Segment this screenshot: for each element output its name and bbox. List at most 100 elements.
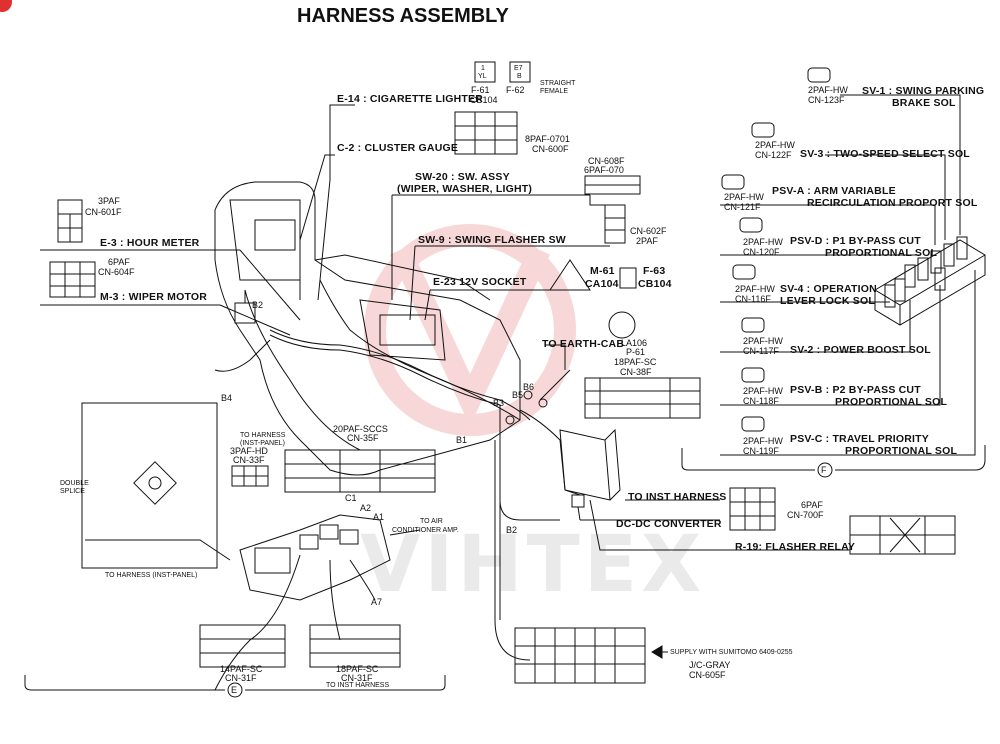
e3-hour-meter-label: E-3 : HOUR METER (100, 237, 200, 249)
supply-note: SUPPLY WITH SUMITOMO 6409-0255 (670, 649, 793, 656)
cb104-code: CB104 (470, 95, 498, 105)
p61-code: P-61 (626, 347, 646, 357)
to-harness-inst-panel-note: TO HARNESS (INST-PANEL) (105, 572, 198, 579)
cn602f-cn: CN-602F (630, 226, 667, 236)
f63-cn: CB104 (638, 278, 672, 290)
a7-marker: A7 (371, 597, 383, 607)
a2-marker: A2 (360, 503, 372, 513)
a1-marker: A1 (373, 512, 385, 522)
cn608f-code: 6PAF-070 (584, 165, 624, 175)
f62-wire: B (517, 73, 522, 80)
sv4-name: SV-4 : OPERATION (780, 283, 877, 295)
sw9-swing-flasher-label: SW-9 : SWING FLASHER SW (418, 234, 566, 246)
m3-wiper-motor-label: M-3 : WIPER MOTOR (100, 291, 208, 303)
psva-name: PSV-A : ARM VARIABLE (772, 185, 896, 197)
psva-cn: CN-121F (724, 202, 761, 212)
to-air-note: TO AIR (420, 518, 443, 525)
sw20-label: SW-20 : SW. ASSY (415, 171, 510, 183)
cn33f-cn: CN-33F (233, 455, 265, 465)
double-splice-note: DOUBLE SPLICE (60, 480, 89, 495)
psvc-cn: CN-119F (743, 446, 779, 456)
section-mark-e: E (231, 685, 238, 695)
cn700f-code: 6PAF (801, 500, 823, 510)
cn600f-code: 8PAF-0701 (525, 134, 570, 144)
left-b2-marker: B2 (252, 300, 264, 310)
psvb-cn: CN-118F (743, 396, 779, 406)
r19-flasher-relay-label: R-19: FLASHER RELAY (735, 541, 856, 553)
sv3-cn: CN-122F (755, 150, 792, 160)
sv2-cn: CN-117F (743, 346, 779, 356)
to-inst-harness-note: TO INST HARNESS (326, 682, 390, 689)
sv1-cn: CN-123F (808, 95, 845, 105)
cn35f-code: 20PAF-SCCS (333, 424, 388, 434)
jc-gray-label: J/C-GRAY (689, 660, 731, 670)
sv4-cn: CN-116F (735, 294, 771, 304)
e23-socket-label: E-23 12V SOCKET (433, 276, 527, 288)
sv2-name: SV-2 : POWER BOOST SOL (790, 344, 931, 356)
b3-marker: B3 (493, 398, 505, 408)
inst-panel-note: (INST-PANEL) (240, 440, 285, 447)
to-earth-cab-label: TO EARTH-CAB (542, 338, 625, 350)
sv1-name2: BRAKE SOL (892, 97, 956, 109)
sw20-sublabel: (WIPER, WASHER, LIGHT) (397, 183, 533, 195)
psvc-name2: PROPORTIONAL SOL (845, 445, 958, 457)
m61-cn: CA104 (585, 278, 619, 290)
sv2-code: 2PAF-HW (743, 336, 783, 346)
b1-marker: B1 (456, 435, 468, 445)
la106-code: LA106 (621, 338, 648, 348)
sv4-code: 2PAF-HW (735, 284, 775, 294)
psvd-code: 2PAF-HW (743, 237, 783, 247)
sv1-name: SV-1 : SWING PARKING (862, 85, 985, 97)
cn604f-cn: CN-604F (98, 267, 135, 277)
cn31f-a-cn: CN-31F (225, 673, 257, 683)
b6-marker: B6 (523, 382, 535, 392)
c2-cluster-gauge-label: C-2 : CLUSTER GAUGE (337, 142, 459, 154)
b4-marker: B4 (221, 393, 233, 403)
cn35f-cn: CN-35F (347, 433, 379, 443)
c1-marker: C1 (345, 493, 357, 503)
cn608f-cn: CN-608F (588, 156, 625, 166)
psva-code: 2PAF-HW (724, 192, 764, 202)
cn602f-code: 2PAF (636, 236, 658, 246)
cn31f-b-cn: CN-31F (341, 673, 373, 683)
dcdc-converter-label: DC-DC CONVERTER (616, 518, 722, 530)
cn38f-cn: CN-38F (620, 367, 652, 377)
cn605f-cn: CN-605F (689, 670, 726, 680)
f63-code: F-63 (643, 265, 666, 277)
f61-pin: 1 (481, 65, 485, 72)
m61-code: M-61 (590, 265, 615, 277)
psvd-cn: CN-120F (743, 247, 780, 257)
cn601f-cn: CN-601F (85, 207, 122, 217)
sv1-code: 2PAF-HW (808, 85, 848, 95)
to-harness-note: TO HARNESS (240, 432, 286, 439)
psvc-code: 2PAF-HW (743, 436, 783, 446)
psvb-code: 2PAF-HW (743, 386, 783, 396)
f62-code: F-62 (506, 85, 525, 95)
f62-pin: E7 (514, 65, 523, 72)
conditioner-amp-note: CONDITIONER AMP. (392, 527, 459, 534)
page-title: HARNESS ASSEMBLY (297, 5, 509, 27)
psvd-name2: PROPORTIONAL SOL (825, 247, 938, 259)
f61-wire: YL (478, 73, 487, 80)
straight-female-note: STRAIGHT FEMALE (540, 80, 576, 95)
logo-watermark (364, 224, 576, 436)
cn600f-cn: CN-600F (532, 144, 569, 154)
bottom-b2-marker: B2 (506, 525, 518, 535)
psvd-name: PSV-D : P1 BY-PASS CUT (790, 235, 921, 247)
cn38f-code: 18PAF-SC (614, 357, 657, 367)
corner-badge (0, 0, 12, 12)
sv3-name: SV-3 : TWO-SPEED SELECT SOL (800, 148, 970, 160)
psva-name2: RECIRCULATION PROPORT SOL (807, 197, 978, 209)
cn700f-cn: CN-700F (787, 510, 824, 520)
psvc-name: PSV-C : TRAVEL PRIORITY (790, 433, 929, 445)
psvb-name2: PROPORTIONAL SOL (835, 396, 948, 408)
to-inst-harness-label: TO INST HARNESS (628, 491, 727, 503)
cn601f-code: 3PAF (98, 196, 120, 206)
watermark-text: VIHTEX (360, 520, 706, 610)
cn31f-a-code: 14PAF-SC (220, 664, 263, 674)
f61-code: F-61 (471, 85, 490, 95)
sv3-code: 2PAF-HW (755, 140, 795, 150)
sv4-name2: LEVER LOCK SOL (780, 295, 875, 307)
cn33f-code: 3PAF-HD (230, 446, 268, 456)
